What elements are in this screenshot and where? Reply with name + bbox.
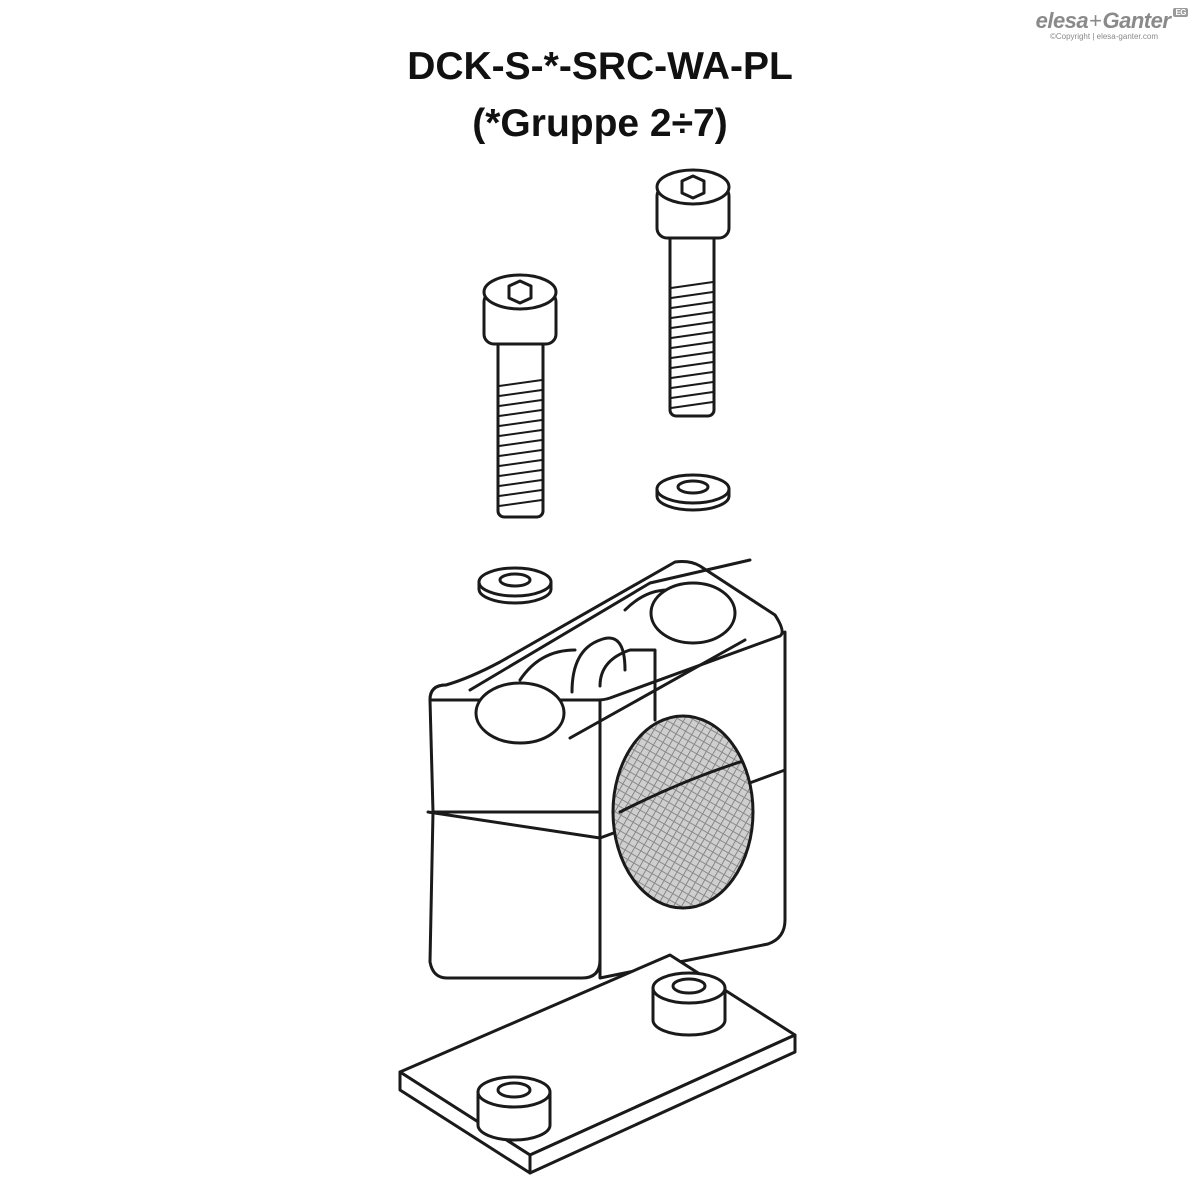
screw-left-thread [498,379,543,507]
screw-right [655,168,731,418]
clamp-body [426,558,787,980]
hex-socket-icon [680,174,706,200]
screw-right-thread [670,281,714,409]
base-plate [398,953,797,1175]
brand-name-left: elesa [1035,8,1089,33]
plate-boss-right [651,971,727,1037]
screw-left [482,273,558,519]
plate-boss-left [476,1075,552,1142]
clamp-channel-lower [568,638,747,740]
clamp-bore [611,714,755,910]
brand-name-right: Ganter [1102,8,1171,33]
brand-badge: EG [1173,8,1188,17]
washer-left [477,566,553,605]
clamp-channel-edge [468,558,752,692]
diagram-subtitle: (*Gruppe 2÷7) [472,102,728,145]
clamp-bolt-hole-right [649,581,737,645]
hex-socket-icon [507,279,533,305]
brand-plus: + [1089,8,1102,33]
clamp-front-lower [428,810,602,980]
brand-copyright: ©Copyright | elesa-ganter.com [1049,32,1158,41]
clamp-bolt-hole-left [474,681,566,745]
diagram-title: DCK-S-*-SRC-WA-PL [407,45,793,88]
base-plate-side [528,1033,797,1175]
washer-right [655,473,731,512]
clamp-channel-roll [570,636,627,694]
